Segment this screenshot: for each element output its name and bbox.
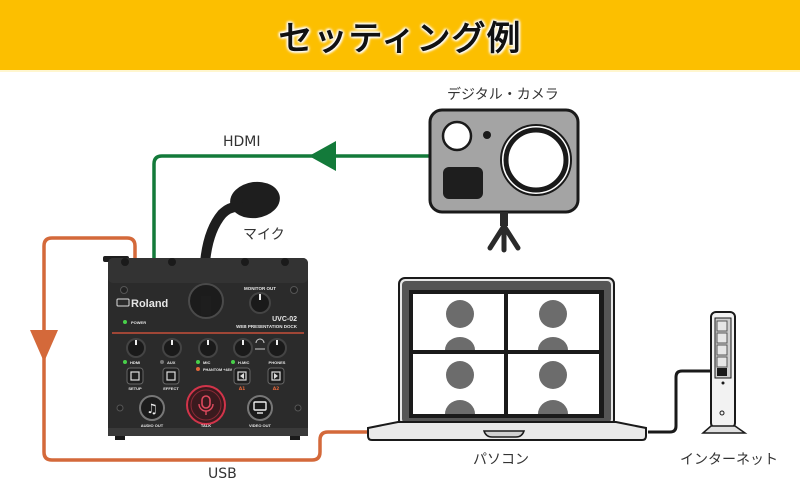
button-label-a1: A1 <box>239 386 246 392</box>
laptop <box>367 277 647 441</box>
knob-label-hdmi: HDMI <box>130 360 140 365</box>
page-title: セッティング例 <box>278 18 522 59</box>
camera-label: デジタル・カメラ <box>447 87 559 103</box>
usb-cable <box>42 236 368 462</box>
knob-row <box>126 338 287 358</box>
knob-label-phones: PHONES <box>269 360 286 365</box>
knob-label-aux: AUX <box>167 360 176 365</box>
hdmi-label: HDMI <box>223 134 261 150</box>
model-label: UVC-02 <box>272 316 297 323</box>
digital-camera <box>428 108 580 253</box>
music-note-icon: ♫ <box>146 402 158 417</box>
button-label-a2: A2 <box>273 386 280 392</box>
participant-icon <box>538 300 568 350</box>
participant-icon <box>538 361 568 414</box>
banner-divider <box>0 70 800 72</box>
talk-label: TALK <box>201 423 211 428</box>
usb-arrow-icon <box>30 330 58 362</box>
network-cable <box>648 369 718 434</box>
model-subtitle: WEB PRESENTATION DOCK <box>236 324 298 329</box>
router <box>701 311 748 434</box>
monitor-out-label: MONITOR OUT <box>244 286 276 291</box>
participant-icon <box>445 300 475 350</box>
uvc02-device: MONITOR OUT Roland UVC-02 WEB PRESENTATI… <box>103 256 308 440</box>
monitor-icon <box>253 401 267 414</box>
hdmi-cable <box>152 154 430 258</box>
button-label-setup: SETUP <box>128 386 142 391</box>
participant-icon <box>445 361 475 414</box>
pc-label: パソコン <box>473 452 529 468</box>
talk-mic-icon <box>198 395 214 415</box>
button-label-effect: EFFECT <box>163 386 179 391</box>
video-out-label: VIDEO OUT <box>249 423 272 428</box>
knob-label-hmic: H.MIC <box>238 360 249 365</box>
hdmi-arrow-icon <box>309 141 336 171</box>
knob-label-mic: MIC <box>203 360 210 365</box>
usb-label: USB <box>208 466 237 482</box>
audio-out-label: AUDIO OUT <box>141 423 164 428</box>
mic-label: マイク <box>243 227 285 243</box>
power-label: POWER <box>131 320 146 325</box>
title-banner: セッティング例 <box>0 0 800 70</box>
brand-logo: Roland <box>131 298 168 310</box>
internet-label: インターネット <box>680 452 778 468</box>
phantom-label: PHANTOM +48V <box>203 368 233 372</box>
